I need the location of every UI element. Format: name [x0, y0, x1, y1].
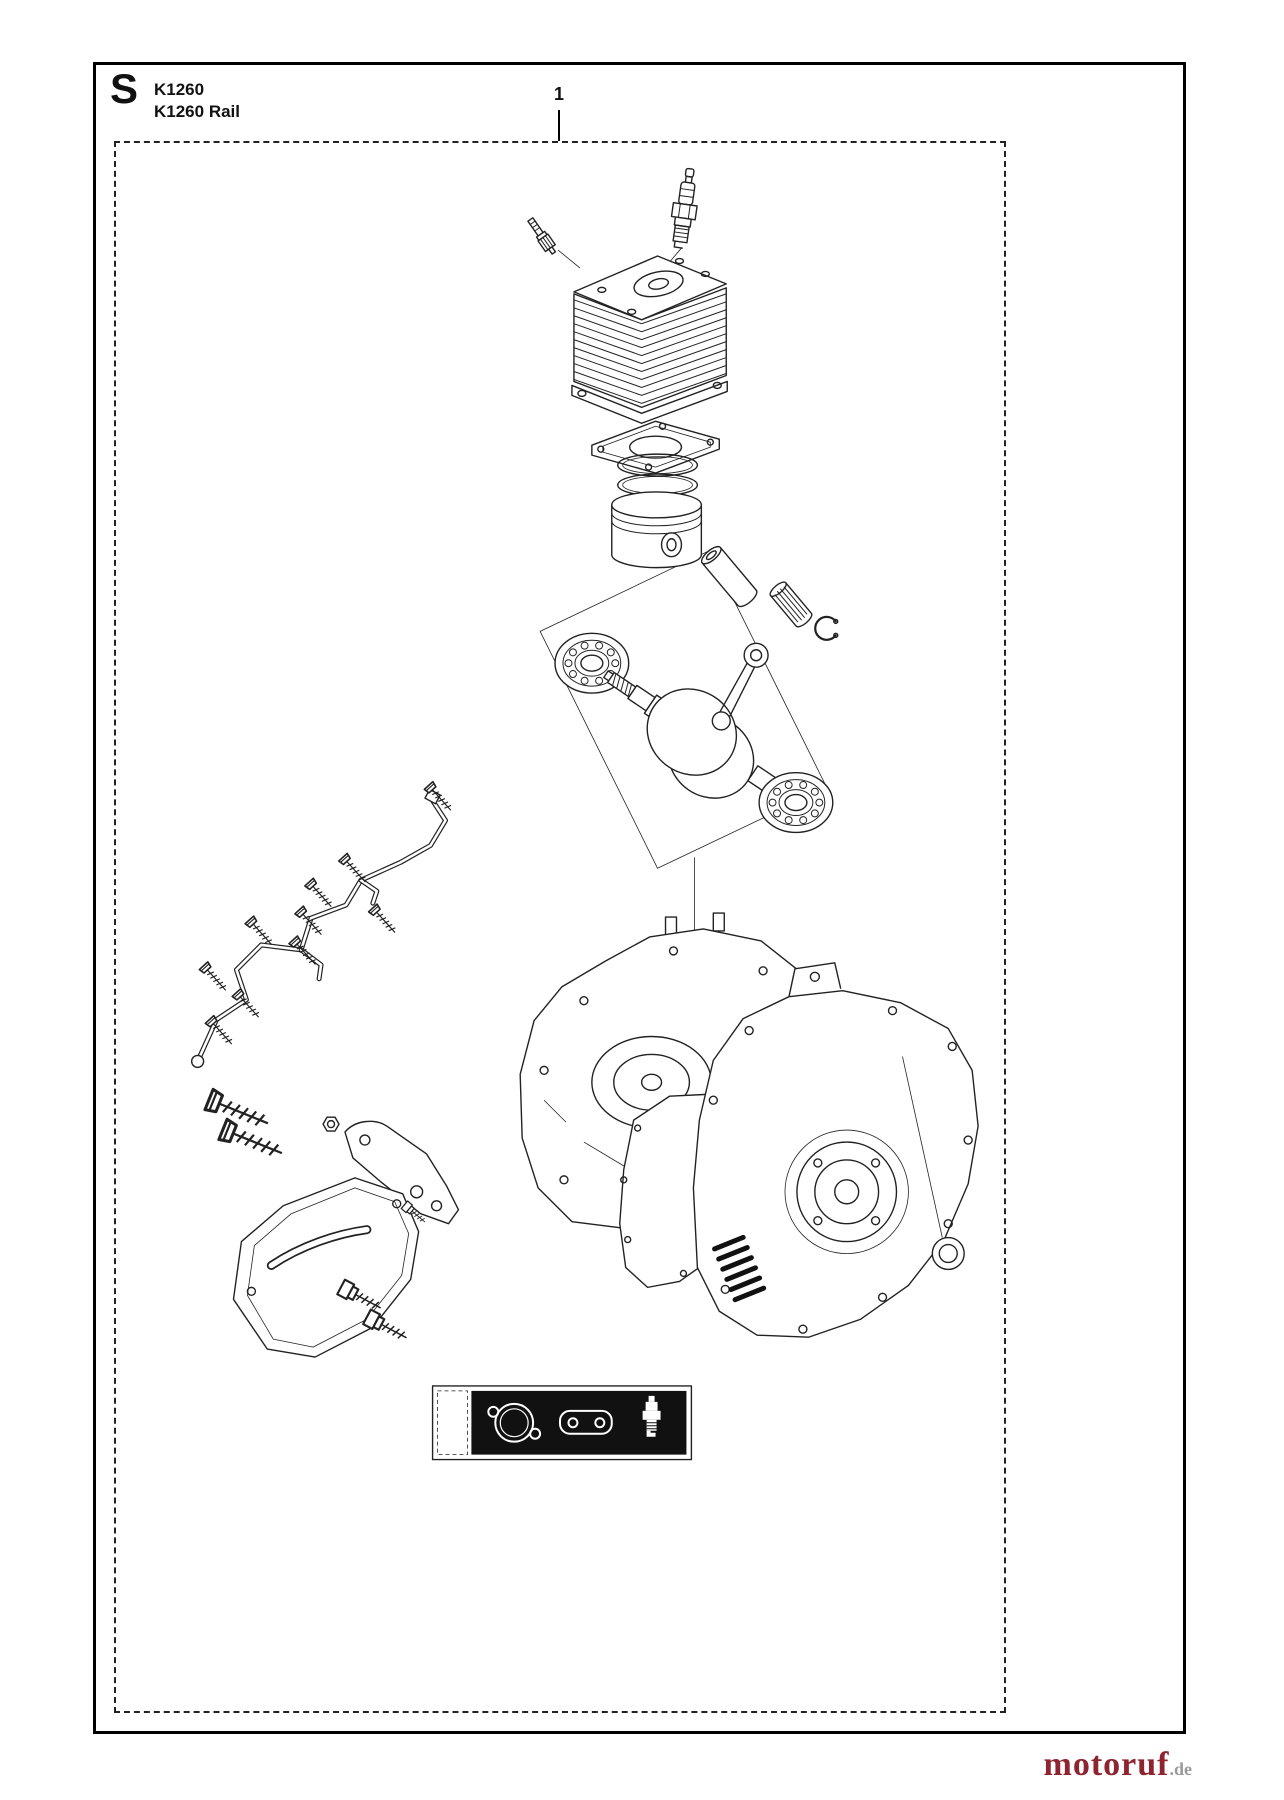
callout-number[interactable]: 1 [553, 84, 564, 104]
assembly-boundary-box [114, 141, 1006, 1713]
model-code: K1260 [154, 80, 205, 99]
piston-rings [617, 453, 699, 497]
spark-plug [670, 167, 698, 249]
section-letter: S [110, 65, 139, 112]
site-logo[interactable]: motoruf.de [1044, 1746, 1192, 1784]
model-name: K1260 Rail [154, 102, 240, 121]
wiring-harness [190, 788, 449, 1069]
kit-spark-plug [642, 1395, 661, 1437]
circlip [814, 615, 839, 641]
ball-bearing-rear [758, 771, 834, 834]
cylinder-base-gasket [591, 420, 720, 474]
decompression-valve [527, 217, 557, 255]
brake-screws [203, 1087, 288, 1165]
exploded-diagram [190, 167, 979, 1461]
brand-name[interactable]: motoruf [1043, 1746, 1170, 1783]
kit-flat-gasket [559, 1409, 613, 1435]
crankcase-half-rear [692, 962, 979, 1338]
vent-slots [712, 1234, 767, 1303]
page-frame [93, 62, 1186, 1734]
kit-round-gasket [487, 1402, 542, 1443]
connecting-rod [711, 642, 769, 731]
decomp-leader [557, 249, 581, 269]
gasket-kit-box [431, 1385, 693, 1461]
oil-seal [931, 1236, 965, 1271]
piston-pin [700, 545, 758, 608]
brand-suffix: .de [1169, 1759, 1193, 1779]
flange-nut [322, 1116, 340, 1132]
needle-bearing [769, 581, 813, 628]
callout-leader-line [558, 110, 560, 141]
model-block: K1260 K1260 Rail [154, 79, 240, 123]
piston [611, 491, 703, 569]
cylinder [571, 255, 728, 424]
chain-brake-arm [344, 1120, 460, 1225]
